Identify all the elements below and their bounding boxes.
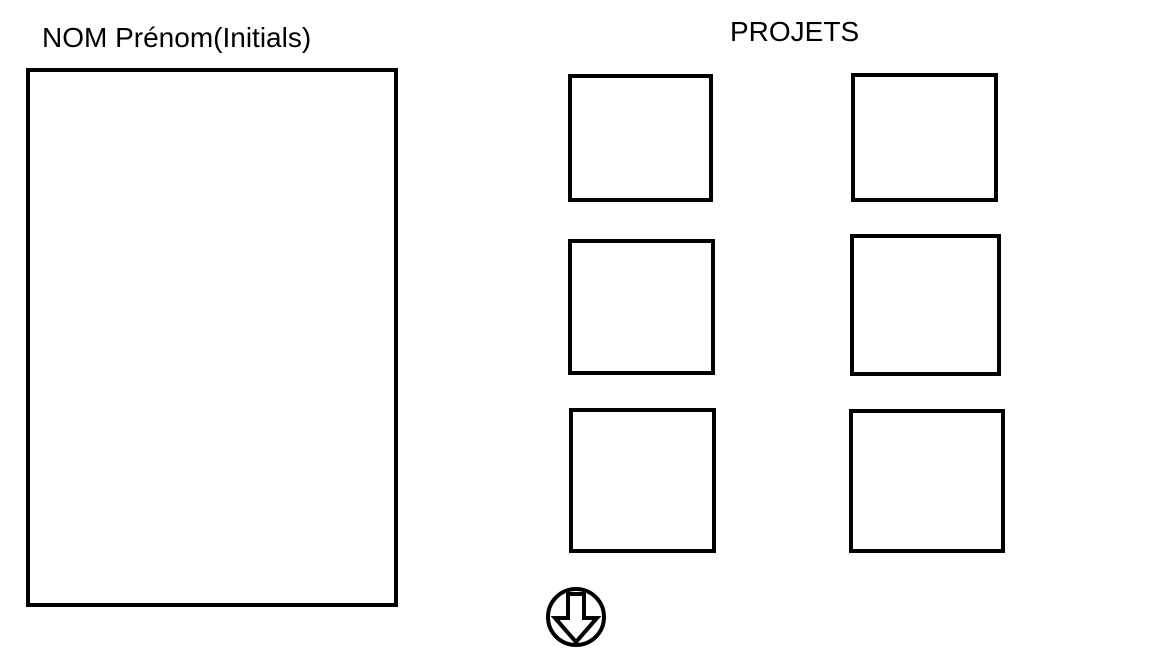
project-tile-1[interactable] bbox=[568, 74, 713, 202]
profile-panel bbox=[26, 68, 398, 607]
project-tile-4[interactable] bbox=[850, 234, 1001, 376]
project-tile-2[interactable] bbox=[851, 73, 998, 202]
arrow-down-circle-icon bbox=[546, 587, 606, 647]
project-tile-5[interactable] bbox=[569, 408, 716, 553]
scroll-down-button[interactable] bbox=[545, 586, 607, 648]
projects-heading: PROJETS bbox=[730, 16, 860, 47]
name-heading: NOM Prénom(Initials) bbox=[42, 22, 312, 53]
project-tile-6[interactable] bbox=[849, 409, 1005, 553]
project-tile-3[interactable] bbox=[568, 239, 715, 375]
